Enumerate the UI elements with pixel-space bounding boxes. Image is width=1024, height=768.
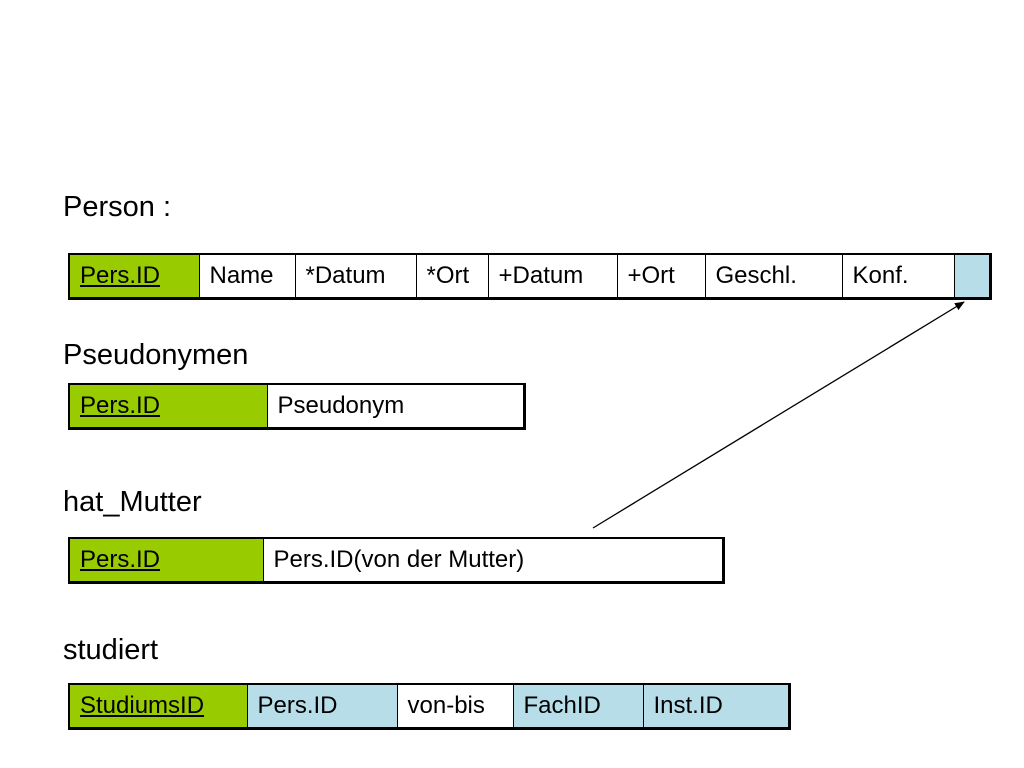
studiert-inst-id-cell: Inst.ID: [642, 683, 790, 729]
person-death-place-cell: +Ort: [616, 253, 706, 299]
studiert-pers-id-cell: Pers.ID: [246, 683, 398, 729]
person-foreign-key-cell: [953, 253, 991, 299]
person-name-cell: Name: [198, 253, 296, 299]
table-row: Pers.ID Name *Datum *Ort +Datum +Ort Ges…: [68, 253, 991, 299]
person-confession-cell: Konf.: [841, 253, 955, 299]
pseudonymen-pseudonym-cell: Pseudonym: [266, 383, 525, 429]
person-death-date-cell: +Datum: [487, 253, 618, 299]
studiert-von-bis-cell: von-bis: [396, 683, 514, 729]
hat-mutter-table: Pers.ID Pers.ID(von der Mutter): [68, 537, 725, 584]
hat-mutter-table-label: hat_Mutter: [63, 486, 202, 518]
person-table: Pers.ID Name *Datum *Ort +Datum +Ort Ges…: [68, 253, 992, 300]
hat-mutter-mother-id-cell: Pers.ID(von der Mutter): [262, 537, 724, 583]
table-row: Pers.ID Pseudonym: [68, 383, 525, 429]
studiert-table-label: studiert: [63, 634, 159, 666]
studiert-fach-id-cell: FachID: [512, 683, 644, 729]
arrow-line: [592, 301, 965, 529]
table-row: StudiumsID Pers.ID von-bis FachID Inst.I…: [68, 683, 790, 729]
person-table-label: Person :: [63, 191, 171, 223]
studiert-studiums-id-cell: StudiumsID: [68, 683, 248, 729]
studiert-table: StudiumsID Pers.ID von-bis FachID Inst.I…: [68, 683, 791, 730]
person-birth-date-cell: *Datum: [294, 253, 417, 299]
pseudonymen-table-label: Pseudonymen: [63, 339, 249, 371]
table-row: Pers.ID Pers.ID(von der Mutter): [68, 537, 724, 583]
person-pers-id-cell: Pers.ID: [68, 253, 200, 299]
pseudonymen-table: Pers.ID Pseudonym: [68, 383, 526, 430]
person-gender-cell: Geschl.: [704, 253, 843, 299]
person-birth-place-cell: *Ort: [415, 253, 489, 299]
pseudonymen-pers-id-cell: Pers.ID: [68, 383, 268, 429]
